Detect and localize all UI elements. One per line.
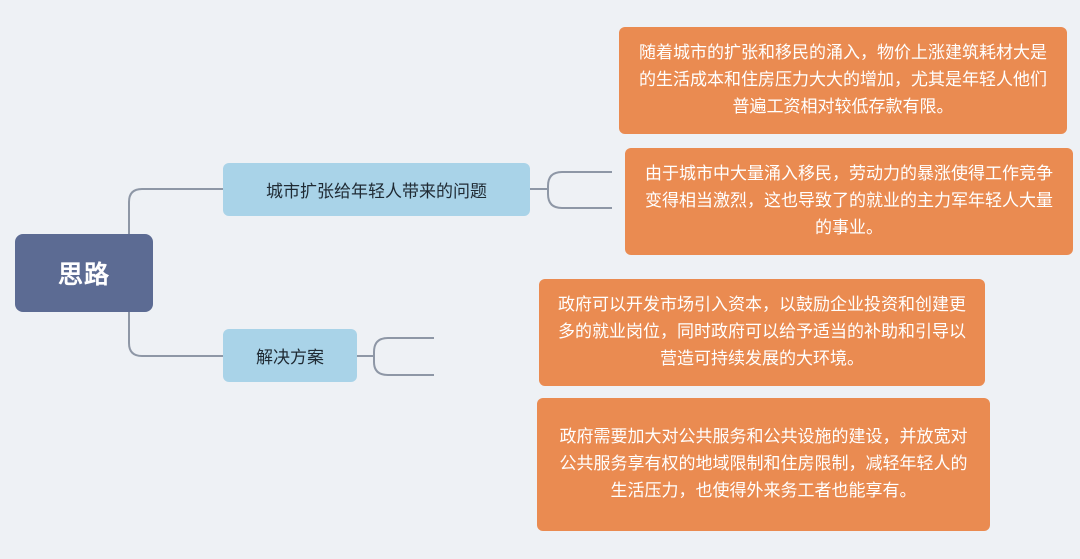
- branch-node-solutions[interactable]: 解决方案: [223, 329, 357, 382]
- connector-branch-0-leaves: [530, 171, 612, 209]
- leaf-node-living-cost[interactable]: 随着城市的扩张和移民的涌入，物价上涨建筑耗材大是的生活成本和住房压力大大的增加，…: [619, 27, 1067, 134]
- branch-node-label: 城市扩张给年轻人带来的问题: [266, 182, 487, 202]
- leaf-node-public-services[interactable]: 政府需要加大对公共服务和公共设施的建设，并放宽对公共服务享有权的地域限制和住房限…: [537, 398, 990, 531]
- connector-branch-1-leaves: [357, 337, 434, 376]
- leaf-node-text: 由于城市中大量涌入移民，劳动力的暴涨使得工作竞争变得相当激烈，这也导致了的就业的…: [645, 164, 1053, 238]
- branch-node-label: 解决方案: [256, 348, 324, 368]
- branch-node-problems[interactable]: 城市扩张给年轻人带来的问题: [223, 163, 530, 216]
- root-node-label: 思路: [57, 260, 110, 289]
- leaf-node-market-investment[interactable]: 政府可以开发市场引入资本，以鼓励企业投资和创建更多的就业岗位，同时政府可以给予适…: [539, 279, 985, 386]
- leaf-node-text: 政府需要加大对公共服务和公共设施的建设，并放宽对公共服务享有权的地域限制和住房限…: [559, 427, 968, 501]
- leaf-node-text: 政府可以开发市场引入资本，以鼓励企业投资和创建更多的就业岗位，同时政府可以给予适…: [558, 295, 966, 369]
- leaf-node-job-competition[interactable]: 由于城市中大量涌入移民，劳动力的暴涨使得工作竞争变得相当激烈，这也导致了的就业的…: [625, 148, 1073, 255]
- root-node[interactable]: 思路: [15, 234, 153, 312]
- leaf-node-text: 随着城市的扩张和移民的涌入，物价上涨建筑耗材大是的生活成本和住房压力大大的增加，…: [639, 43, 1047, 117]
- connector-root-branch-1: [128, 312, 223, 357]
- connector-root-branch-0: [128, 188, 223, 234]
